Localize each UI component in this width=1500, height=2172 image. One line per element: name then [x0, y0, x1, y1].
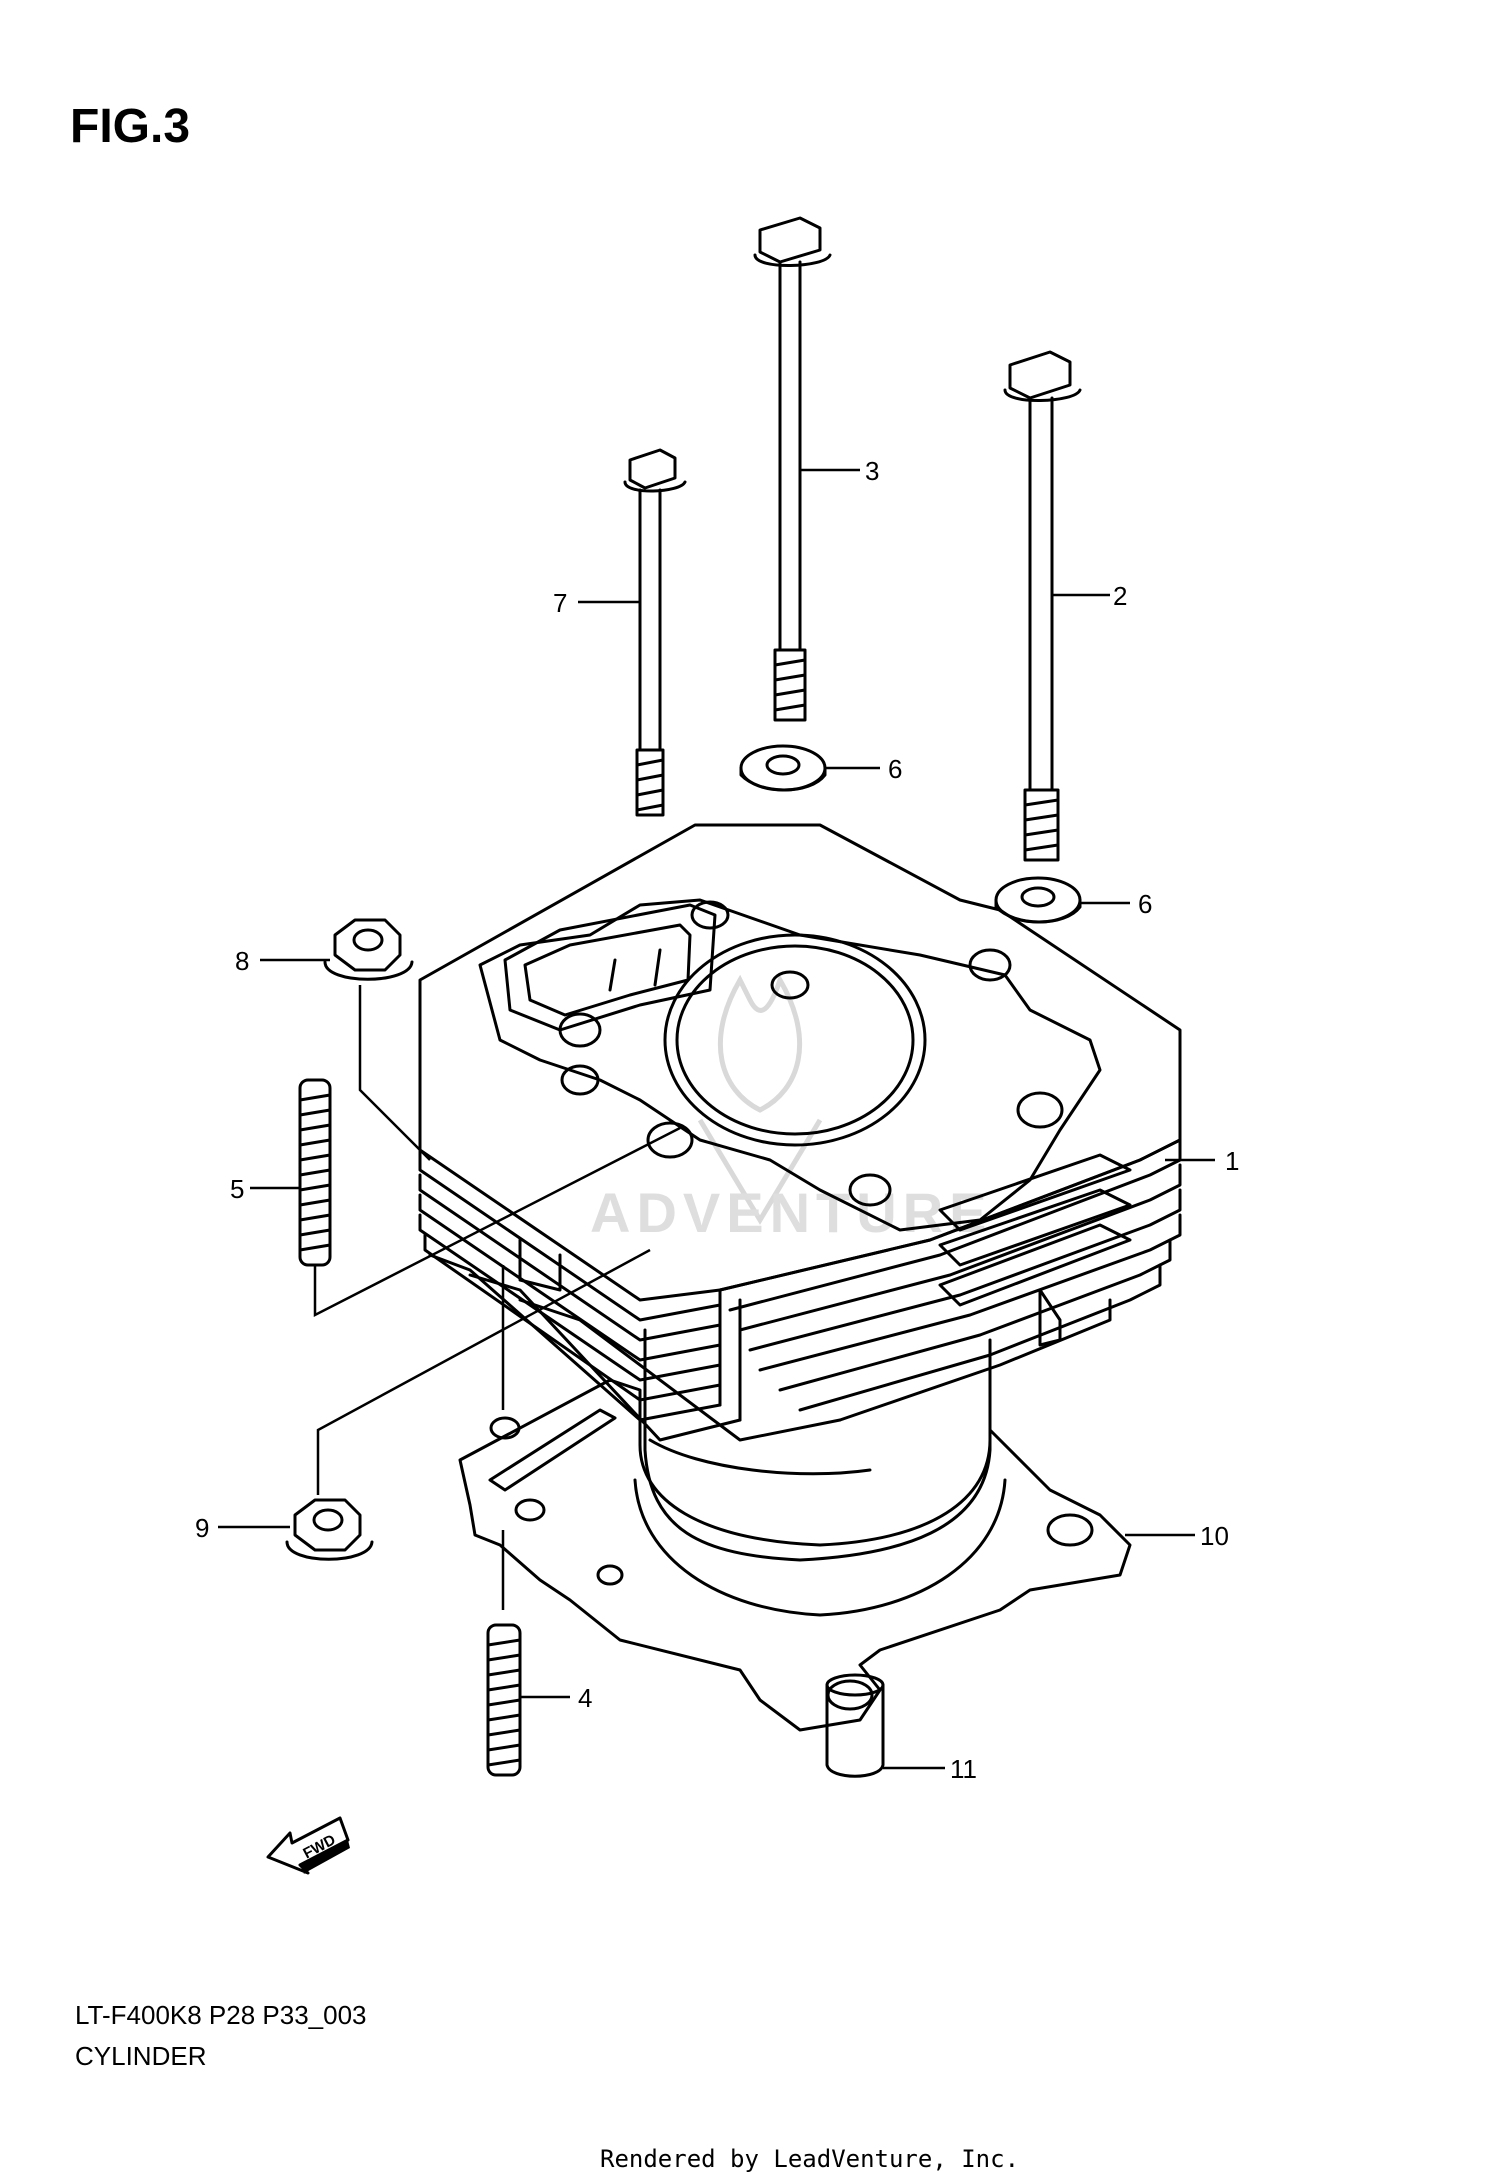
callout-7[interactable]: 7 — [553, 588, 640, 618]
callout-label-10: 10 — [1200, 1521, 1229, 1551]
callout-label-8: 8 — [235, 946, 249, 976]
callout-8[interactable]: 8 — [235, 946, 431, 1161]
callout-2[interactable]: 4 — [520, 1683, 592, 1713]
watermark-text: ADVENTURE — [590, 1181, 992, 1244]
callout-label-4: 3 — [865, 456, 879, 486]
callout-1[interactable]: 1 — [1165, 1146, 1239, 1176]
callout-11[interactable]: 11 — [883, 1754, 977, 1784]
callout-label-5: 2 — [1113, 581, 1127, 611]
washer-part-6b[interactable] — [994, 876, 1082, 924]
figure-title: FIG.3 — [70, 100, 190, 153]
callout-4[interactable]: 3 — [800, 456, 879, 486]
dowel-pin-part-11[interactable] — [825, 1673, 885, 1778]
callout-9[interactable]: 9 — [195, 1248, 651, 1543]
callout-3[interactable]: 5 — [230, 1126, 681, 1318]
callout-label-7: 7 — [553, 588, 567, 618]
stud-part-3[interactable] — [298, 1078, 332, 1267]
callout-label-6b: 6 — [1138, 889, 1152, 919]
watermark: ADVENTURE — [590, 973, 992, 1244]
callout-label-9: 9 — [195, 1513, 209, 1543]
callout-6a[interactable]: 6 — [825, 754, 902, 784]
bolt-part-7[interactable] — [623, 448, 687, 817]
bolt-part-5[interactable] — [1003, 350, 1082, 862]
figure-code: LT-F400K8 P28 P33_003 — [75, 2000, 367, 2030]
figure-name: CYLINDER — [75, 2041, 206, 2071]
base-gasket-part[interactable] — [458, 1378, 1132, 1732]
render-credit: Rendered by LeadVenture, Inc. — [600, 2145, 1019, 2172]
washer-part-6a[interactable] — [739, 744, 827, 792]
callout-label-11: 11 — [950, 1754, 977, 1784]
callout-5[interactable]: 2 — [1052, 581, 1127, 611]
nut-part-9[interactable] — [285, 1498, 374, 1561]
stud-part-2[interactable] — [486, 1623, 522, 1777]
callout-label-1: 1 — [1225, 1146, 1239, 1176]
callout-label-6a: 6 — [888, 754, 902, 784]
cylinder-part[interactable] — [418, 823, 1182, 1562]
callout-label-3: 5 — [230, 1174, 244, 1204]
callout-6b[interactable]: 6 — [1080, 889, 1152, 919]
bolt-part-4[interactable] — [753, 216, 832, 722]
callout-label-2: 4 — [578, 1683, 592, 1713]
nut-part-8[interactable] — [323, 918, 414, 981]
fwd-arrow-icon: FWD — [266, 1816, 350, 1875]
callout-10[interactable]: 10 — [1125, 1521, 1229, 1551]
